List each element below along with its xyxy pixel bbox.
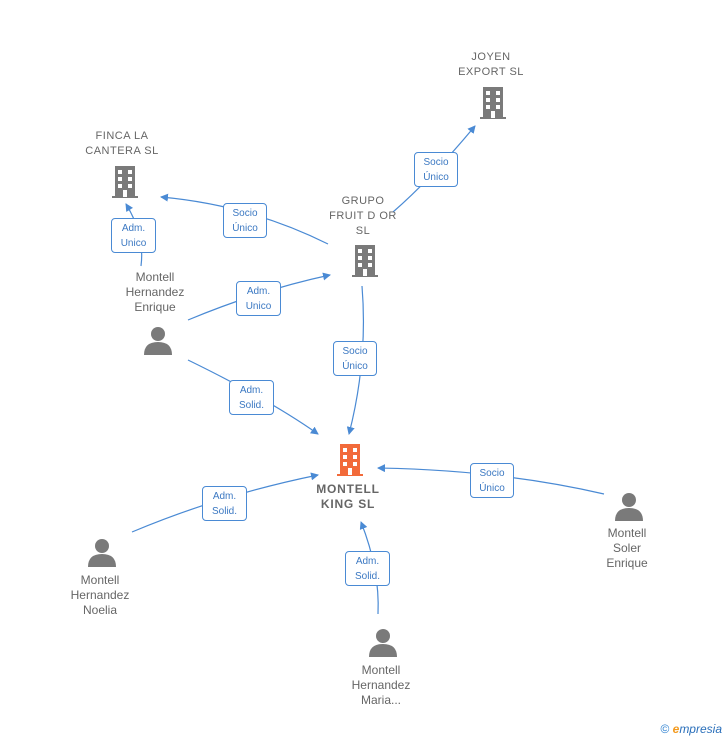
brand-name: empresia <box>672 722 722 736</box>
edge-label-enrique-king: Adm. Solid. <box>229 380 274 415</box>
person-icon[interactable] <box>86 538 118 568</box>
edge-label-enrique-grupo: Adm. Unico <box>236 281 281 316</box>
edge-label-grupo-finca: Socio Único <box>223 203 267 238</box>
person-icon[interactable] <box>142 326 174 356</box>
node-label-montell-hernandez-enrique[interactable]: Montell Hernandez Enrique <box>125 270 185 314</box>
edge-label-noelia-king: Adm. Solid. <box>202 486 247 521</box>
node-label-montell-soler-enrique[interactable]: Montell Soler Enrique <box>606 526 648 570</box>
person-icon[interactable] <box>613 492 645 522</box>
node-label-joyen-export[interactable]: JOYEN EXPORT SL <box>458 51 524 78</box>
building-icon[interactable] <box>476 86 510 120</box>
edge-label-grupo-joyen: Socio Único <box>414 152 458 187</box>
node-label-grupo-fruit-d-or[interactable]: GRUPO FRUIT D OR SL <box>329 195 397 237</box>
person-icon[interactable] <box>367 628 399 658</box>
node-label-montell-hernandez-noelia[interactable]: Montell Hernandez Noelia <box>70 573 130 617</box>
edge-label-soler-king: Socio Único <box>470 463 514 498</box>
edge-label-enrique-finca: Adm. Unico <box>111 218 156 253</box>
building-icon[interactable] <box>108 165 142 199</box>
edge-label-maria-king: Adm. Solid. <box>345 551 390 586</box>
node-label-montell-hernandez-maria[interactable]: Montell Hernandez Maria... <box>351 663 411 707</box>
building-icon[interactable] <box>348 244 382 278</box>
node-label-finca-la-cantera[interactable]: FINCA LA CANTERA SL <box>85 130 159 157</box>
node-label-montell-king[interactable]: MONTELL KING SL <box>316 482 380 511</box>
edge-label-grupo-king: Socio Único <box>333 341 377 376</box>
empresia-watermark: © empresia <box>660 722 722 736</box>
building-focus-icon[interactable] <box>333 443 367 477</box>
copyright-symbol: © <box>660 722 670 736</box>
